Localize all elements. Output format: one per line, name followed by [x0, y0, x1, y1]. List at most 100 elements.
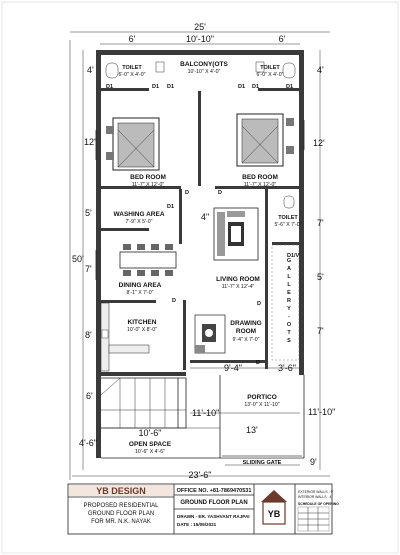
toilet-left-name: TOILET: [122, 65, 142, 71]
note-line: EXTERIOR WALLS - 9": [298, 490, 335, 494]
door-label: D1: [252, 84, 259, 90]
door-label: D1/V: [287, 253, 300, 259]
gallery-char: S: [287, 338, 291, 344]
drawing-name: DRAWING: [230, 320, 261, 327]
door-label: D1: [286, 84, 293, 90]
dim-right-4: 4': [317, 65, 324, 75]
dim-right-7a: 7': [317, 218, 324, 228]
note-line: INTERIOR WALLS - 4": [298, 495, 333, 499]
drawn-by: DRAWN - ER. YASHVANT RAJPAI: [177, 514, 250, 519]
gallery-char: A: [287, 266, 291, 272]
washing-name: WASHING AREA: [113, 211, 164, 218]
bed-right-name: BED ROOM: [242, 174, 278, 181]
dim-top-mid: 10'-10": [186, 34, 214, 44]
washing-size: 7'-9" X 5'-0": [125, 219, 152, 225]
dim-left-4-6: 4'-6": [79, 438, 97, 448]
drawing-size: 9'-4" X 7'-0": [232, 337, 259, 343]
door-label: D: [185, 190, 189, 196]
dim-drawing-3-6: 3'-6": [278, 363, 296, 373]
dim-left-4: 4': [87, 65, 94, 75]
plan-name: GROUND FLOOR PLAN: [180, 500, 247, 506]
drawing-date: DATE : 15/09/2021: [177, 522, 217, 527]
gallery-char: T: [287, 330, 291, 336]
gallery-char: G: [287, 258, 291, 264]
open-space-size: 10'-6" X 4'-6": [135, 449, 165, 455]
portico-size: 13'-0" X 11'-10": [244, 402, 279, 408]
dim-space-13: 13': [246, 425, 258, 435]
door-label: D: [256, 360, 260, 366]
dining-size: 8'-1" X 7'-0": [126, 290, 153, 296]
portico-outline: [101, 375, 305, 466]
overall-depth: 50': [72, 254, 84, 264]
gallery-char: -: [288, 314, 290, 320]
overall-width-top: 25': [194, 22, 206, 32]
dining-table: [119, 244, 177, 276]
gallery-char: L: [287, 282, 291, 288]
gallery-ots-label: G A L L E R Y - O T S: [287, 258, 292, 344]
bed-right: [236, 113, 294, 167]
toilet-mid-name: TOILET: [278, 215, 298, 221]
yb-logo: YB: [261, 490, 287, 525]
living-name: LIVING ROOM: [216, 276, 260, 283]
door-label: D1: [106, 84, 113, 90]
staircase: [100, 377, 187, 429]
gallery-char: Y: [287, 306, 291, 312]
toilet-mid-size: 5'-6" X 7'-0": [274, 222, 301, 228]
open-space-name: OPEN SPACE: [129, 441, 172, 448]
portico-name: PORTICO: [247, 394, 277, 401]
gallery-char: E: [287, 290, 291, 296]
exterior-walls: [96, 50, 304, 458]
dim-left-12: 12': [84, 137, 96, 147]
dim-left-6: 6': [86, 391, 93, 401]
toilet-left-size: 6'-0" X 4'-0": [118, 72, 145, 78]
bed-left-size: 11'-7" X 12'-0": [132, 182, 165, 188]
drawing-name2: ROOM: [236, 328, 256, 335]
gallery-char: O: [287, 322, 292, 328]
door-label: D1: [238, 84, 245, 90]
dim-drawing-9-4: 9'-4": [224, 363, 242, 373]
logo-text: YB: [268, 509, 281, 519]
bed-left: [106, 117, 160, 171]
title-block: YB DESIGN PROPOSED RESIDENTIAL GROUND FL…: [67, 483, 339, 535]
sliding-gate-label: SLIDING GATE: [243, 460, 282, 466]
door-label: D1: [167, 204, 174, 210]
door-label: D1: [152, 84, 159, 90]
gallery-char: R: [287, 298, 291, 304]
dim-right-5: 5': [317, 272, 324, 282]
dim-space-10-6: 10'-6": [139, 428, 162, 438]
room-labels: BALCONY(OTS 10'-10" X 4'-0" TOILET 6'-0"…: [113, 61, 301, 466]
dim-stair-11-10: 11'-10": [192, 408, 219, 418]
balcony-name: BALCONY(OTS: [180, 61, 228, 68]
balcony-size: 10'-10" X 4'-0": [188, 69, 221, 75]
gallery-ots-area: [271, 244, 300, 361]
kitchen-counter: [100, 302, 150, 372]
dining-name: DINING AREA: [119, 282, 162, 289]
dim-right-12: 12': [313, 138, 325, 148]
project-desc-2: GROUND FLOOR PLAN: [88, 511, 154, 517]
gallery-char: L: [287, 274, 291, 280]
overall-width-bottom: 23'-6": [189, 470, 212, 480]
dim-left-8: 8': [85, 330, 92, 340]
sofa-set: [213, 207, 259, 261]
kitchen-name: KITCHEN: [128, 319, 157, 326]
dim-right-7b: 7': [317, 326, 324, 336]
office-number: OFFICE NO. +81-7869470531: [177, 488, 252, 494]
door-labels: D1 D1 D1 D1 D1 D1 D D D1 D1/V D D D: [106, 84, 300, 366]
dim-wash-4: 4": [201, 212, 209, 222]
dim-top-right: 6': [279, 34, 286, 44]
dim-top-left: 6': [129, 34, 136, 44]
bed-right-size: 11'-7" X 12'-0": [244, 182, 277, 188]
dim-bottom-9: 9': [310, 457, 317, 467]
dim-left-5: 5': [85, 208, 92, 218]
toilet-right-size: 6'-0" X 4'-0": [256, 72, 283, 78]
note-line: SCHEDULE OF OPENING: [298, 502, 339, 506]
opening-schedule-grid: [297, 506, 330, 532]
bed-left-name: BED ROOM: [130, 174, 166, 181]
dimension-labels: 25' 6' 10'-10" 6' 4' 12' 5' 50' 7' 8' 6'…: [72, 22, 335, 480]
dim-right-11-10: 11'-10": [308, 407, 335, 417]
project-desc-1: PROPOSED RESIDENTIAL: [83, 503, 159, 509]
drawing-room-sofa: [194, 314, 226, 354]
living-size: 11'-7" X 12'-4": [222, 284, 255, 290]
kitchen-size: 10'-0" X 8'-0": [127, 327, 157, 333]
